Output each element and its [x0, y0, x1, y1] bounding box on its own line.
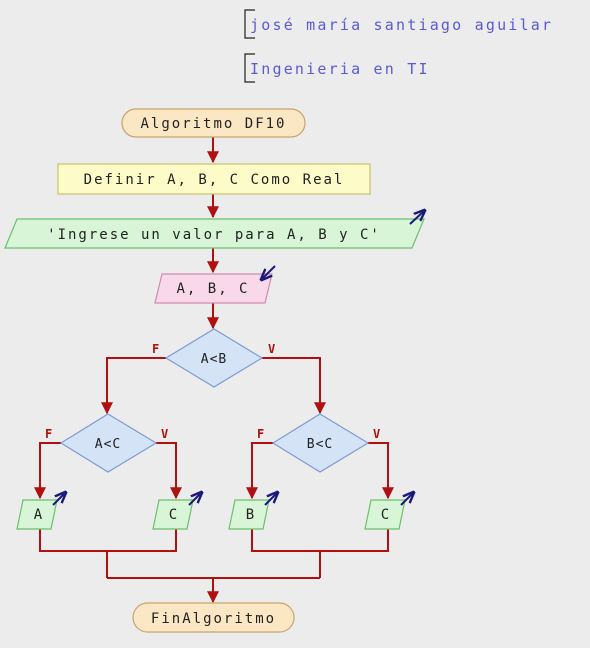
output-c-right-arrow-icon — [400, 493, 413, 506]
edge-cond-ab-false — [101, 357, 166, 415]
comment-author: josé maría santiago aguilar — [244, 9, 553, 39]
edge-cond-bc-true — [368, 442, 394, 500]
label-cond-ab-true: V — [268, 342, 275, 356]
edge-cond-ab-true — [262, 357, 326, 415]
comment-author-text: josé maría santiago aguilar — [250, 16, 553, 34]
decision-b-lt-c-label: B<C — [307, 437, 333, 452]
input-abc-label: A, B, C — [176, 281, 249, 297]
label-cond-bc-true: V — [373, 427, 380, 441]
input-abc[interactable]: A, B, C — [154, 265, 276, 304]
output-prompt[interactable]: 'Ingrese un valor para A, B y C' — [4, 211, 424, 249]
edge-merge-left — [39, 529, 177, 552]
decision-b-lt-c[interactable]: B<C — [271, 413, 370, 473]
flow-edges — [34, 137, 394, 604]
output-prompt-label: 'Ingrese un valor para A, B y C' — [47, 227, 381, 243]
label-cond-ac-false: F — [45, 427, 52, 441]
decision-a-lt-b[interactable]: A<B — [164, 328, 264, 388]
comment-subtitle-text: Ingenieria en TI — [250, 60, 430, 78]
output-b[interactable]: B — [228, 493, 277, 530]
output-c-left-arrow-icon — [188, 493, 201, 506]
comment-subtitle: Ingenieria en TI — [244, 53, 430, 83]
start-terminal[interactable]: Algoritmo DF10 — [121, 108, 306, 138]
output-a[interactable]: A — [16, 493, 65, 530]
output-a-label: A — [34, 507, 44, 523]
define-process-label: Definir A, B, C Como Real — [84, 172, 345, 188]
output-c-left[interactable]: C — [152, 493, 201, 530]
edge-cond-ac-false — [34, 442, 61, 500]
decision-a-lt-c[interactable]: A<C — [59, 413, 158, 473]
decision-a-lt-b-label: A<B — [201, 352, 227, 367]
output-a-arrow-icon — [52, 493, 65, 506]
end-terminal[interactable]: FinAlgoritmo — [132, 602, 295, 633]
input-arrow-icon — [262, 265, 276, 279]
output-c-right[interactable]: C — [364, 493, 413, 530]
decision-a-lt-c-label: A<C — [95, 437, 121, 452]
start-terminal-label: Algoritmo DF10 — [140, 116, 286, 132]
end-terminal-label: FinAlgoritmo — [151, 611, 276, 627]
edge-cond-bc-false — [246, 442, 273, 500]
output-c-left-label: C — [169, 507, 179, 523]
output-arrow-icon — [409, 211, 424, 225]
label-cond-ab-false: F — [152, 342, 159, 356]
label-cond-bc-false: F — [257, 427, 264, 441]
edge-merge-right — [251, 529, 389, 552]
define-process[interactable]: Definir A, B, C Como Real — [57, 163, 371, 195]
output-c-right-label: C — [381, 507, 391, 523]
label-cond-ac-true: V — [161, 427, 168, 441]
edge-cond-ac-true — [156, 442, 182, 500]
output-b-arrow-icon — [264, 493, 277, 506]
output-b-label: B — [246, 507, 256, 523]
